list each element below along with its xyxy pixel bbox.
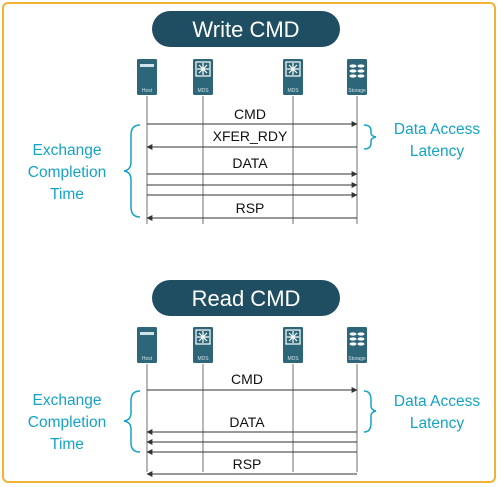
message-label: DATA [232, 155, 268, 171]
write-title-pill [152, 11, 340, 47]
exchange-label-line: Exchange [33, 142, 102, 159]
storage-icon: Storage [347, 327, 367, 363]
device-label-mds: MDS [287, 356, 299, 362]
mds-switch-icon: MDS [282, 326, 304, 364]
storage-icon: Storage [347, 59, 367, 95]
message-label: CMD [234, 106, 266, 122]
read-title-pill [152, 280, 340, 316]
device-label-mds: MDS [197, 88, 209, 94]
exchange-label-line: Exchange [33, 392, 102, 409]
host-icon: Host [137, 59, 157, 95]
write-title: Write CMD [192, 17, 299, 42]
device-label-host: Host [142, 88, 153, 94]
mds-switch-icon: MDS [192, 326, 214, 364]
mds-switch-icon: MDS [192, 58, 214, 96]
message-label: XFER_RDY [213, 128, 288, 144]
mds-switch-icon: MDS [282, 58, 304, 96]
message-label: RSP [236, 200, 265, 216]
exchange-label-line: Completion [28, 414, 106, 431]
latency-label-line: Data Access [394, 121, 480, 138]
read-title: Read CMD [192, 286, 301, 311]
latency-label-line: Latency [410, 143, 465, 160]
device-label-storage: Storage [348, 88, 366, 94]
exchange-brace [123, 390, 141, 453]
message-label: DATA [229, 414, 265, 430]
latency-brace [363, 390, 377, 433]
write-section: Write CMD Host MDS MDS Storage CMD XFER_… [28, 11, 480, 224]
message-label: CMD [231, 371, 263, 387]
host-icon: Host [137, 327, 157, 363]
device-label-mds: MDS [287, 88, 299, 94]
device-label-storage: Storage [348, 356, 366, 362]
read-section: Read CMD Host MDS MDS Storage CMD DATA R… [28, 280, 480, 477]
latency-label-line: Data Access [394, 393, 480, 410]
device-label-mds: MDS [197, 356, 209, 362]
latency-brace [363, 124, 377, 150]
latency-label-line: Latency [410, 415, 465, 432]
exchange-label-line: Time [50, 186, 84, 203]
message-label: RSP [233, 456, 262, 472]
exchange-brace [123, 124, 141, 218]
exchange-label-line: Time [50, 436, 84, 453]
diagram-border [2, 2, 496, 483]
exchange-label-line: Completion [28, 164, 106, 181]
device-label-host: Host [142, 356, 153, 362]
